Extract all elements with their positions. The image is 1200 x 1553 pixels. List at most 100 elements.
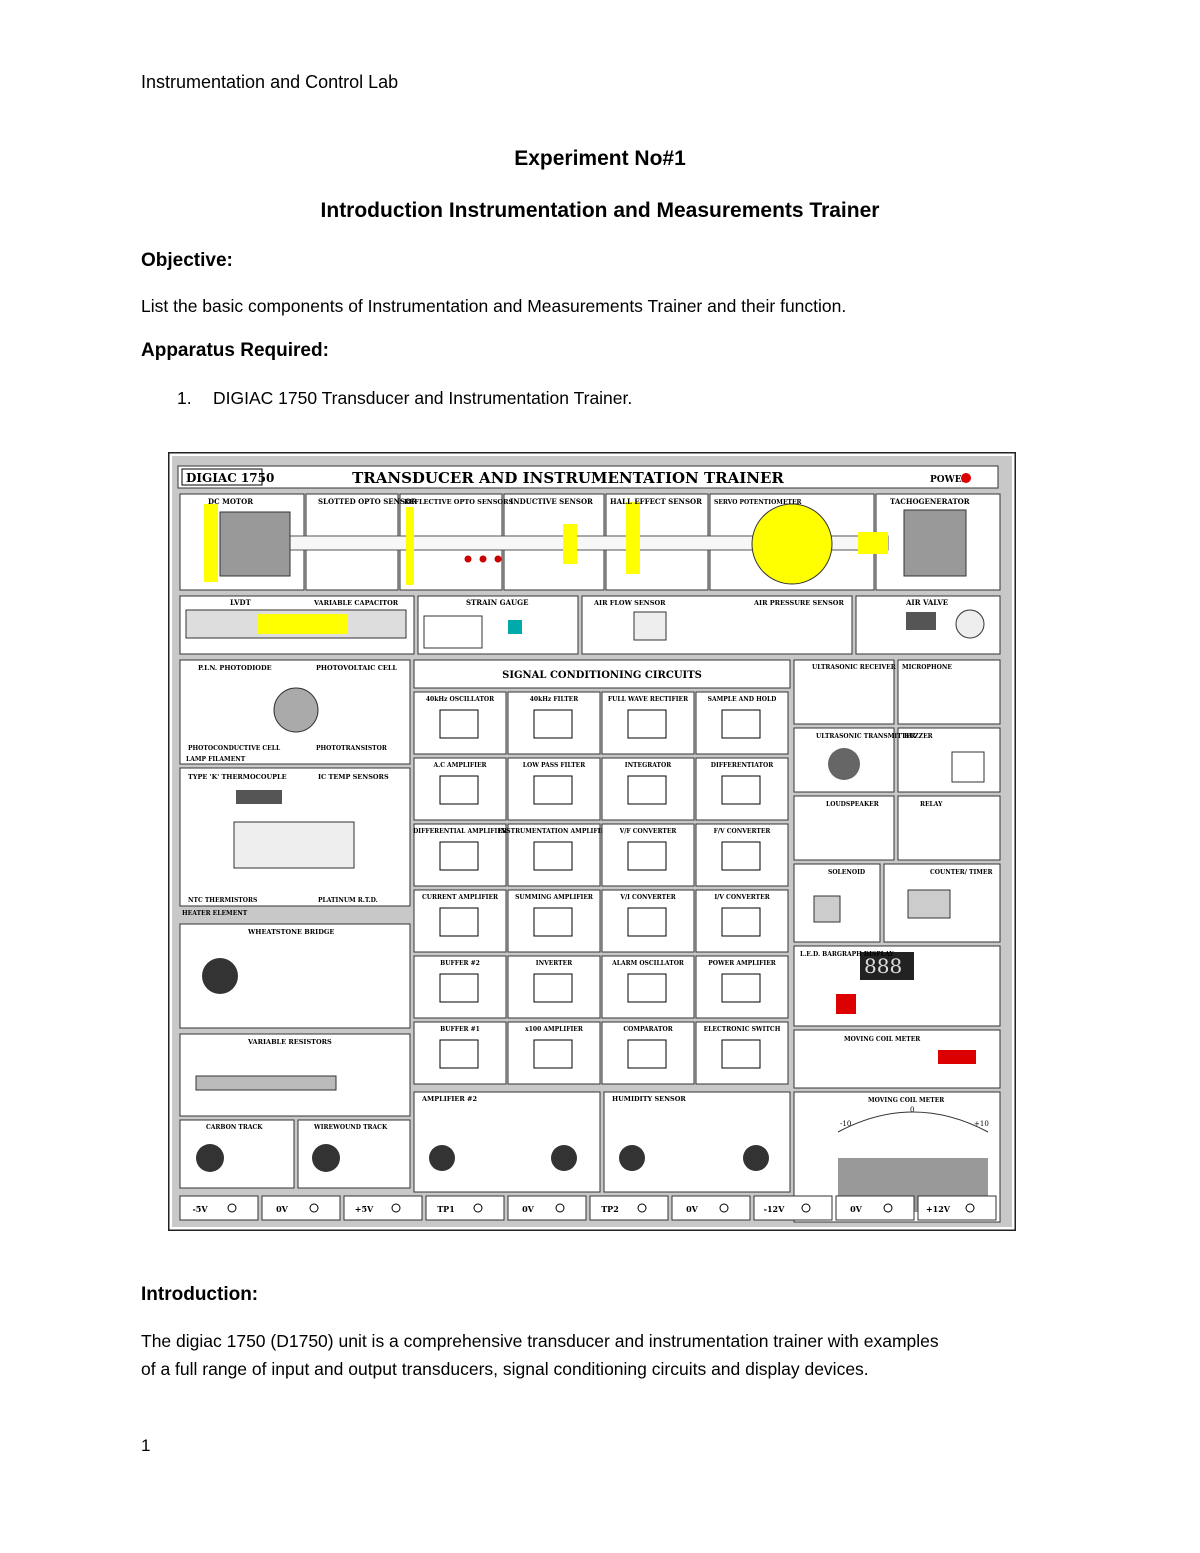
sc-block-label: ALARM OSCILLATOR [611,960,685,967]
meter-zero-label: 0 [910,1106,914,1114]
brand-label: DIGIAC 1750 [186,471,274,485]
block-label-ic-temp: IC TEMP SENSORS [318,773,389,781]
block-label-wirewound-track: WIREWOUND TRACK [313,1124,388,1131]
sc-block-symbol [627,841,667,871]
sc-block-symbol [533,841,573,871]
sc-block [507,823,601,887]
block-label-pin-photodiode: P.I.N. PHOTODIODE [198,664,272,672]
block-label-variable-resistors: VARIABLE RESISTORS [247,1038,332,1046]
block-label-ultrasonic-tx: BUZZER [904,733,934,740]
rail-box [507,1195,587,1221]
rail-label: +5V [355,1204,374,1214]
block-label-variable-capacitor: VARIABLE CAPACITOR [313,599,399,607]
sc-block-symbol [533,973,573,1003]
bridge-resistors [179,923,411,1189]
signal-conditioning-header [413,659,791,689]
block-label-tachogenerator: TACHOGENERATOR [890,497,970,506]
running-header: Instrumentation and Control Lab [141,72,399,92]
sc-block-label: SUMMING AMPLIFIER [515,894,594,901]
block-label-wheatstone: WHEATSTONE BRIDGE [247,928,334,936]
block-label-amplifier-2: HUMIDITY SENSOR [612,1095,686,1103]
apparatus-item-text: DIGIAC 1750 Transducer and Instrumentati… [213,388,633,408]
sc-block-symbol [721,907,761,937]
sc-block-symbol [721,775,761,805]
sc-block-label: COMPARATOR [623,1026,673,1033]
block-label-humidity: ULTRASONIC RECEIVER [812,664,897,671]
sc-block-label: SAMPLE AND HOLD [708,696,777,703]
sc-block-symbol [721,1039,761,1069]
sc-block-label: ELECTRONIC SWITCH [704,1026,781,1033]
block-label-solenoid: COUNTER/ TIMER [930,869,994,876]
sc-block [507,1021,601,1085]
sc-block-symbol [533,1039,573,1069]
sc-block [413,691,507,755]
block-label-microphone: ULTRASONIC TRANSMITTER [816,733,916,740]
brand-logo [181,468,263,486]
sc-block-label: BUFFER #1 [440,1026,480,1033]
block-label-dc-motor: DC MOTOR [208,497,253,506]
sc-block [413,955,507,1019]
sc-block-label: DIFFERENTIAL AMPLIFIER [413,828,508,835]
sc-block-symbol [721,709,761,739]
sc-block [507,889,601,953]
sc-block-symbol [627,907,667,937]
block-label-buzzer: LOUDSPEAKER [826,801,880,808]
signal-conditioning-label: SIGNAL CONDITIONING CIRCUITS [502,670,702,681]
sc-block [695,889,789,953]
rail-label: -5V [192,1204,208,1214]
objective-text: List the basic components of Instrumenta… [141,296,847,316]
rail-label: 0V [522,1204,535,1214]
trainer-panel-figure: DIGIAC 1750 TRANSDUCER AND INSTRUMENTATI… [168,452,1016,1231]
sc-block-label: A.C AMPLIFIER [432,762,487,769]
sc-block-symbol [439,709,479,739]
rail-box [671,1195,751,1221]
block-label-ntc: NTC THERMISTORS [188,897,257,904]
block-label-loudspeaker: RELAY [920,801,943,808]
sc-block-label: CURRENT AMPLIFIER [422,894,499,901]
sc-block-label: INVERTER [536,960,573,967]
block-label-photoconductive: PHOTOCONDUCTIVE CELL [188,745,281,752]
sc-block-symbol [627,1039,667,1069]
power-label: POWER [930,475,970,485]
sc-block [413,757,507,821]
sc-block [695,823,789,887]
rail-label: +12V [926,1204,951,1214]
sc-block-symbol [439,973,479,1003]
sc-block-label: F/V CONVERTER [714,828,772,835]
counter-digits: 888 [864,954,902,978]
rail-box [589,1195,669,1221]
block-label-rtd: PLATINUM R.T.D. [318,897,378,904]
rail-box [753,1195,833,1221]
objective-heading: Objective: [141,250,233,271]
rail-box [261,1195,341,1221]
sc-block-symbol [439,775,479,805]
block-label-photovoltaic: PHOTOVOLTAIC CELL [316,664,397,672]
sc-block [695,757,789,821]
sc-block [601,691,695,755]
document-title: Introduction Instrumentation and Measure… [320,199,880,222]
sc-block [507,757,601,821]
sc-block-label: FULL WAVE RECTIFIER [608,696,689,703]
apparatus-item-number: 1. [177,388,192,408]
block-label-air-valve: AIR VALVE [905,598,948,607]
rail-box [179,1195,259,1221]
rail-socket [965,1203,975,1213]
sc-block [601,1021,695,1085]
sc-block-symbol [721,973,761,1003]
introduction-text-line2: of a full range of input and output tran… [141,1359,869,1379]
rail-label: TP1 [437,1204,455,1214]
title-bar [177,465,999,489]
rail-label: 0V [686,1204,699,1214]
amplifier-2-block [603,1091,791,1193]
page-number: 1 [141,1436,151,1455]
left-column [179,659,411,907]
rail-label: 0V [850,1204,863,1214]
sc-block-symbol [533,775,573,805]
sc-block [601,889,695,953]
block-label-heater: HEATER ELEMENT [182,910,248,917]
sc-block-symbol [627,709,667,739]
sc-block-label: INSTRUMENTATION AMPLIFIER [498,828,611,835]
rail-socket [473,1203,483,1213]
block-label-inductive-sensor: INDUCTIVE SENSOR [510,497,593,506]
rail-socket [719,1203,729,1213]
